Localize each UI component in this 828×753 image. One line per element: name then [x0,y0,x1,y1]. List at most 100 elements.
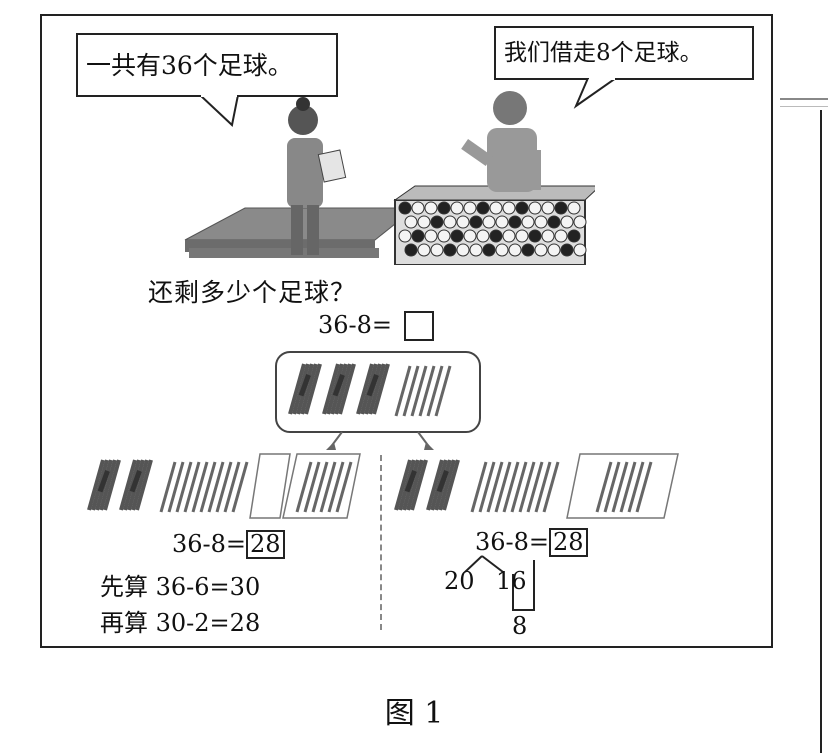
football-icon [554,229,568,243]
right-equation: 36-8=28 [475,528,588,558]
football-icon [411,229,425,243]
football-icon [534,215,548,229]
football-icon [450,229,464,243]
left-step1: 先算 36-6=30 [100,573,261,601]
football-icon [417,243,431,257]
method-divider [380,455,382,630]
single-sticks-icon [295,461,353,513]
football-icon [508,243,522,257]
football-icon [567,201,581,215]
arrow-down-icon [326,431,434,450]
speech-text-man: 我们借走8个足球。 [504,39,703,66]
football-icon [521,215,535,229]
man-leaning-icon [461,91,541,192]
grouping-outline [249,453,291,519]
speech-bubble-man: 我们借走8个足球。 [494,26,754,80]
football-icon [547,215,561,229]
woman-with-clipboard-icon [287,97,347,255]
football-icon [437,229,451,243]
subtrahend-value: 8 [512,612,528,640]
football-icon [541,201,555,215]
page-decoration-line [780,98,828,107]
bundled-sticks-icon [288,363,322,415]
football-icon [424,229,438,243]
right-answer-box: 28 [549,528,588,558]
football-icon [443,243,457,257]
speech-tail-icon [573,78,618,109]
football-icon [411,201,425,215]
single-sticks-icon [595,461,653,513]
football-icon [521,243,535,257]
bundled-sticks-icon [119,459,153,511]
football-icon [482,215,496,229]
football-icon [515,201,529,215]
football-icon [469,215,483,229]
main-equation: 36-8= [318,311,393,339]
football-icon [489,229,503,243]
sticks-group-right [394,453,679,519]
football-icon [469,243,483,257]
left-answer-box: 28 [246,530,285,560]
football-icon [430,243,444,257]
football-icon [502,229,516,243]
split-ones: 16 [496,567,527,595]
football-icon [495,243,509,257]
football-icon [430,215,444,229]
figure-caption: 图 1 [384,696,444,731]
football-icon [456,215,470,229]
football-icon [547,243,561,257]
football-icon [515,229,529,243]
bundle-frame [275,351,481,433]
football-icon [541,229,555,243]
single-sticks-icon [470,461,560,513]
football-icon [554,201,568,215]
speech-bubble-woman: 一共有36个足球。 [76,33,338,97]
football-icon [417,215,431,229]
single-sticks-icon [394,365,452,417]
bundled-sticks-icon [356,363,390,415]
grouping-outline [282,453,361,519]
football-icon [398,201,412,215]
football-icon [528,229,542,243]
left-equation: 36-8=28 [172,530,285,560]
football-icon [495,215,509,229]
football-icon [534,243,548,257]
football-icon [528,201,542,215]
football-icon [404,243,418,257]
football-icon [404,215,418,229]
football-icon [463,229,477,243]
football-icon [482,243,496,257]
football-icon [463,201,477,215]
football-icon [456,243,470,257]
sticks-group-left [87,453,361,519]
football-icon [437,201,451,215]
sticks-group-top [275,351,481,433]
bundled-sticks-icon [426,459,460,511]
page-decoration-rule [820,110,822,753]
decomposition-lines [464,555,535,611]
speech-tail-icon [198,95,240,127]
football-icon [573,215,587,229]
football-icon [560,243,574,257]
figure-frame [40,14,773,648]
football-icon [489,201,503,215]
football-scene-illustration [184,91,595,265]
football-icon [450,201,464,215]
football-icon [398,229,412,243]
speech-text-woman: 一共有36个足球。 [86,50,293,80]
football-icon [560,215,574,229]
single-sticks-icon [159,461,249,513]
bundled-sticks-icon [87,459,121,511]
split-tens: 20 [444,567,475,595]
football-icon [567,229,581,243]
football-icon [502,201,516,215]
football-icon [508,215,522,229]
bundled-sticks-icon [322,363,356,415]
answer-blank-box [404,311,434,341]
football-icon [573,243,587,257]
football-icon [443,215,457,229]
grouping-outline [566,453,679,519]
ball-cage-icon [393,185,595,265]
question-text: 还剩多少个足球？ [148,278,357,307]
left-step2: 再算 30-2=28 [100,609,261,637]
